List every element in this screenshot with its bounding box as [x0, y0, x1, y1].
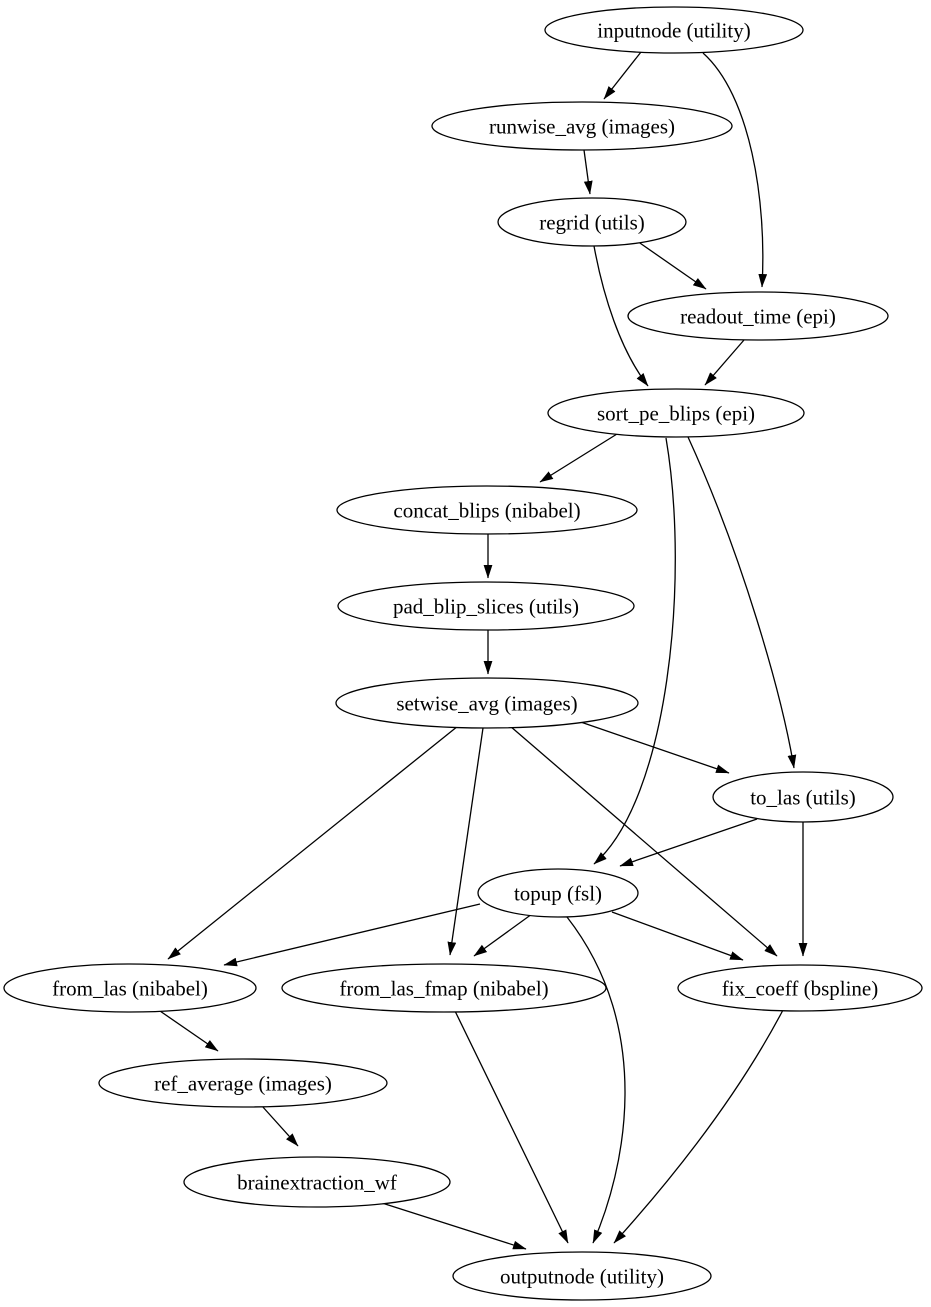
edge-setwise_avg-to-from_las — [167, 725, 459, 960]
node-label-readout_time: readout_time (epi) — [680, 304, 836, 328]
edge-topup-to-outputnode — [566, 916, 626, 1244]
nodes-layer: inputnode (utility) runwise_avg (images) r… — [3, 6, 923, 1301]
edge-to_las-to-topup — [619, 818, 758, 867]
edge-readout_time-to-sort_pe_blips — [704, 339, 745, 386]
edge-sort_pe_blips-to-to_las — [687, 436, 797, 769]
node-from_las — [3, 963, 257, 1013]
edge-inputnode-to-runwise_avg — [603, 51, 642, 100]
edge-brainextraction_wf-to-outputnode — [381, 1202, 527, 1250]
node-label-outputnode: outputnode (utility) — [500, 1264, 664, 1288]
edge-ref_average-to-brainextraction_wf — [261, 1105, 299, 1147]
edge-regrid-to-sort_pe_blips — [593, 245, 649, 387]
node-label-runwise_avg: runwise_avg (images) — [489, 114, 675, 138]
node-concat_blips — [336, 485, 638, 535]
node-label-to_las: to_las (utils) — [750, 785, 856, 809]
edge-setwise_avg-to-to_las — [571, 718, 730, 774]
node-ref_average — [98, 1058, 388, 1108]
node-label-ref_average: ref_average (images) — [154, 1071, 332, 1095]
node-setwise_avg — [335, 677, 639, 729]
node-pad_blip_slices — [337, 581, 635, 631]
node-label-sort_pe_blips: sort_pe_blips (epi) — [597, 401, 755, 425]
node-label-brainextraction_wf: brainextraction_wf — [237, 1170, 397, 1194]
edges-layer — [159, 51, 808, 1250]
node-from_las_fmap — [281, 963, 607, 1013]
node-runwise_avg — [431, 101, 733, 151]
edge-setwise_avg-to-fix_coeff — [509, 725, 778, 957]
node-label-from_las_fmap: from_las_fmap (nibabel) — [339, 976, 548, 1000]
node-label-topup: topup (fsl) — [514, 881, 602, 905]
edge-fix_coeff-to-outputnode — [613, 1009, 784, 1244]
edge-sort_pe_blips-to-concat_blips — [539, 433, 618, 483]
node-label-fix_coeff: fix_coeff (bspline) — [722, 976, 878, 1000]
node-topup — [477, 868, 639, 918]
edge-inputnode-to-readout_time — [702, 52, 768, 288]
node-to_las — [712, 771, 894, 823]
node-readout_time — [627, 291, 889, 341]
edge-from_las_fmap-to-outputnode — [454, 1010, 569, 1244]
node-label-from_las: from_las (nibabel) — [52, 976, 208, 1000]
node-label-regrid: regrid (utils) — [539, 210, 645, 234]
edge-topup-to-fix_coeff — [611, 911, 744, 961]
edge-topup-to-from_las — [223, 903, 481, 967]
node-label-pad_blip_slices: pad_blip_slices (utils) — [393, 594, 579, 618]
edge-topup-to-from_las_fmap — [473, 913, 533, 957]
node-outputnode — [452, 1251, 712, 1301]
node-sort_pe_blips — [547, 388, 805, 438]
node-inputnode — [544, 6, 804, 54]
node-brainextraction_wf — [183, 1156, 451, 1208]
node-label-inputnode: inputnode (utility) — [597, 18, 750, 42]
node-fix_coeff — [677, 964, 923, 1012]
edge-regrid-to-readout_time — [636, 240, 707, 290]
node-label-concat_blips: concat_blips (nibabel) — [393, 498, 580, 522]
node-regrid — [497, 197, 687, 247]
edge-from_las-to-ref_average — [159, 1010, 219, 1052]
node-label-setwise_avg: setwise_avg (images) — [396, 691, 577, 715]
edge-setwise_avg-to-from_las_fmap — [447, 727, 484, 956]
edge-sort_pe_blips-to-topup — [593, 437, 676, 865]
edge-runwise_avg-to-regrid — [583, 149, 593, 195]
